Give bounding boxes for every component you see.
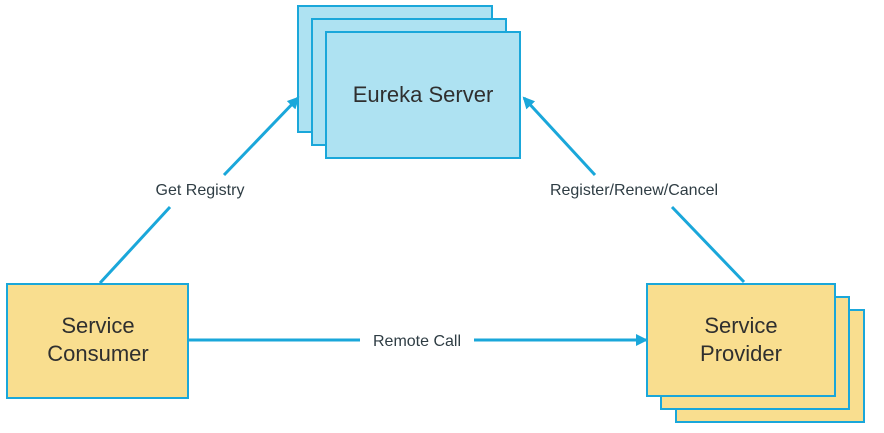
get-registry-arrow-upper [222,96,300,177]
get-registry-edge: Get Registry [98,96,300,285]
register-arrow-upper [522,96,597,177]
service-consumer-node: Service Consumer [6,283,189,399]
service-provider-label-line2: Provider [700,341,782,366]
register-edge: Register/Renew/Cancel [522,96,746,284]
service-provider-node: Service Provider [646,283,865,423]
service-consumer-box [6,283,189,399]
eureka-server-label: Eureka Server [353,82,494,107]
service-provider-box [646,283,836,397]
service-consumer-label-line1: Service [61,313,134,338]
get-registry-arrow-lower [98,205,172,285]
get-registry-label: Get Registry [156,182,245,199]
eureka-server-node: Eureka Server [297,5,521,159]
service-provider-label-line1: Service [704,313,777,338]
remote-call-label: Remote Call [373,333,461,350]
register-label: Register/Renew/Cancel [550,182,718,199]
register-arrow-lower [670,205,746,284]
remote-call-edge: Remote Call [189,333,648,350]
eureka-server-box [325,31,521,159]
service-consumer-label-line2: Consumer [47,341,148,366]
